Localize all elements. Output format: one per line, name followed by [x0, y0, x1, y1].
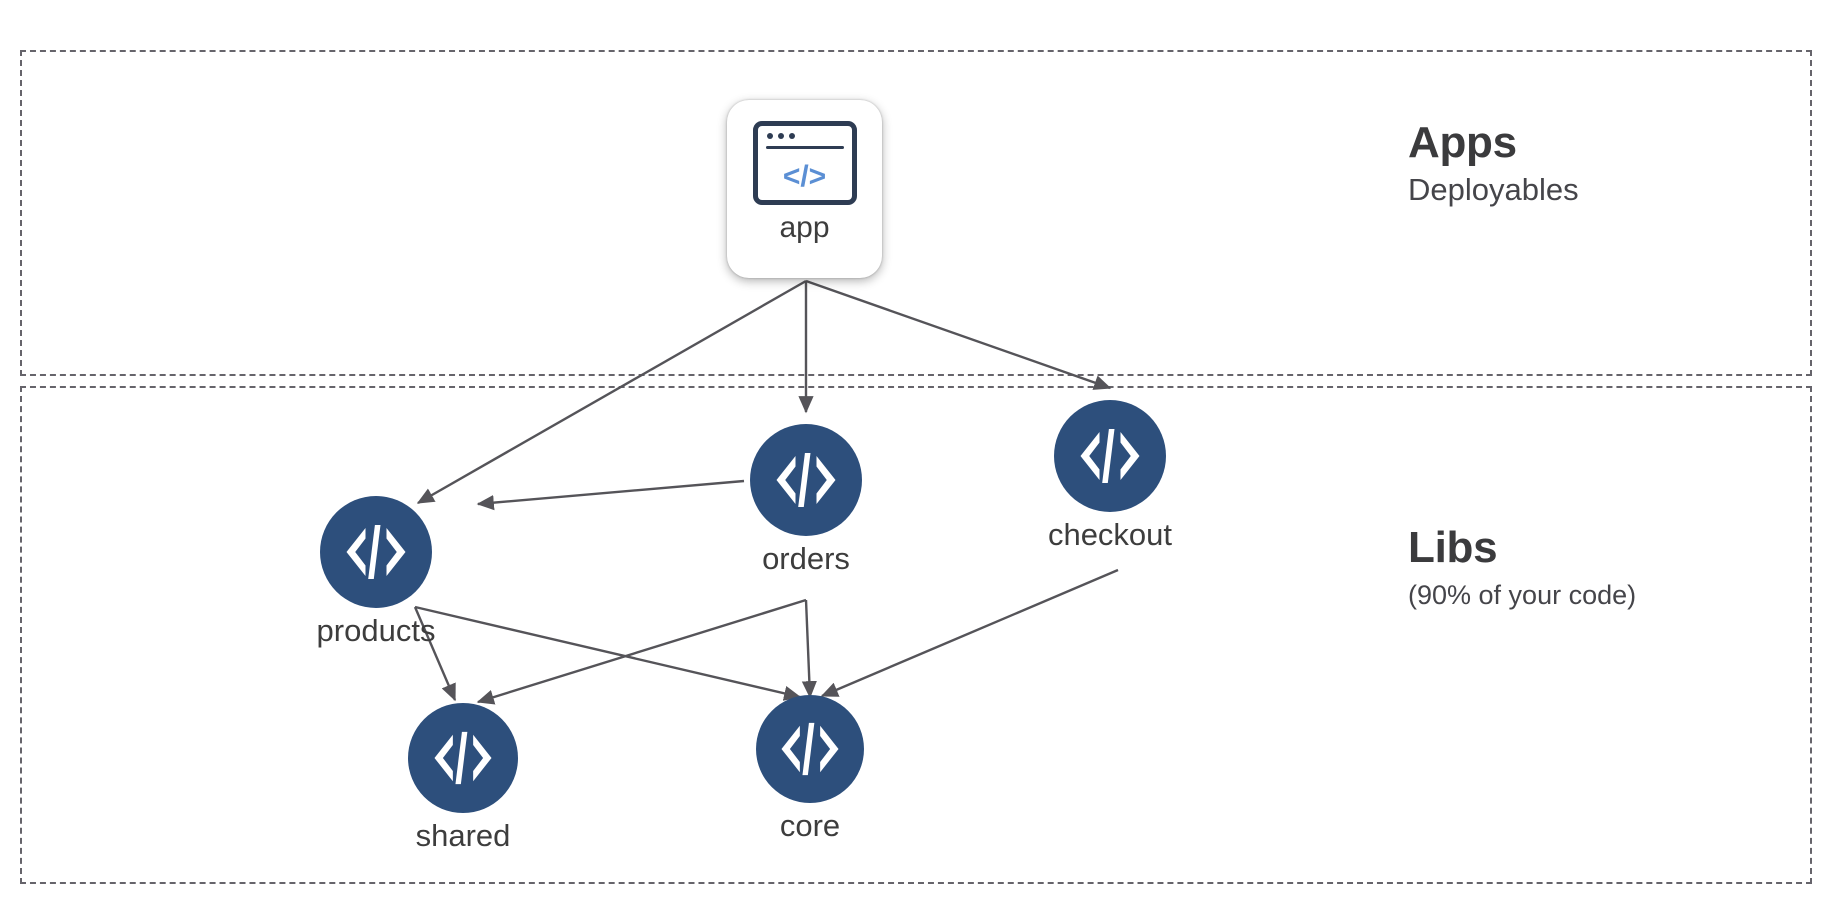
- node-shared-label: shared: [415, 818, 511, 853]
- region-apps-caption: Apps Deployables: [1408, 118, 1579, 209]
- region-libs-subtitle: (90% of your code): [1408, 579, 1637, 610]
- node-products-label: products: [316, 613, 436, 648]
- node-shared[interactable]: shared: [408, 703, 518, 853]
- region-apps-subtitle: Deployables: [1408, 171, 1579, 207]
- node-products[interactable]: products: [292, 496, 460, 648]
- node-app[interactable]: </> app: [727, 100, 882, 278]
- browser-title-rule: [765, 146, 844, 149]
- node-checkout-label: checkout: [1047, 517, 1173, 552]
- browser-code-icon: </>: [752, 121, 857, 205]
- node-orders[interactable]: orders: [744, 424, 868, 576]
- node-checkout[interactable]: checkout: [1046, 400, 1174, 552]
- region-apps: [20, 50, 1812, 376]
- region-libs: [20, 386, 1812, 884]
- code-icon: [756, 695, 864, 803]
- region-libs-title: Libs: [1408, 523, 1498, 572]
- code-icon: [1054, 400, 1166, 512]
- code-icon: [408, 703, 518, 813]
- node-orders-label: orders: [762, 541, 850, 576]
- browser-dots: [766, 133, 795, 139]
- region-libs-caption: Libs (90% of your code): [1408, 523, 1637, 612]
- node-core-label: core: [779, 808, 841, 843]
- code-icon: [320, 496, 432, 608]
- node-app-label: app: [779, 211, 830, 244]
- code-icon: [750, 424, 862, 536]
- node-core[interactable]: core: [756, 695, 864, 843]
- region-apps-title: Apps: [1408, 118, 1517, 167]
- code-glyph: </>: [782, 159, 827, 193]
